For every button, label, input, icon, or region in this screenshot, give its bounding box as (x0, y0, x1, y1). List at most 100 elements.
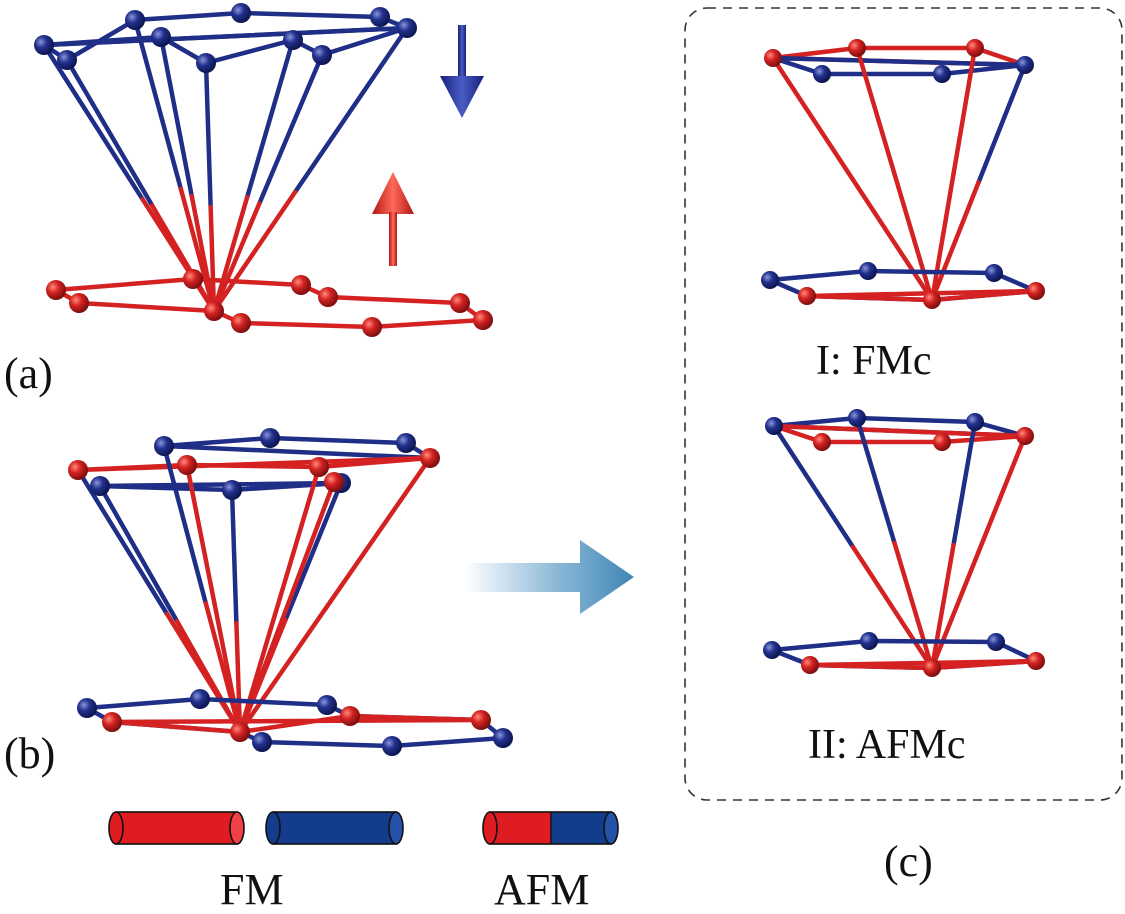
atom (57, 50, 77, 70)
atom (1016, 56, 1034, 74)
legend-fm-label: FM (220, 865, 284, 914)
bond-lower-segment (929, 549, 981, 671)
atom (1016, 427, 1034, 445)
atom (340, 706, 360, 726)
bond-lower-segment (929, 542, 956, 671)
ring-top-blue-front (97, 480, 344, 493)
config-2-caption: II: AFMc (808, 722, 966, 768)
atom (252, 732, 272, 752)
legend-fm-red-cylinder-icon (108, 811, 245, 845)
atom (761, 271, 779, 289)
ring-bottom-red (804, 288, 1039, 303)
atom (183, 269, 203, 289)
panel-a-label: (a) (4, 349, 53, 398)
panel-b-label: (b) (4, 729, 56, 778)
bond-upper-segment (273, 464, 322, 615)
atom (396, 433, 416, 453)
bond-upper-segment (951, 419, 978, 548)
ring-top-red (771, 423, 1028, 445)
atom (923, 659, 941, 677)
atom (493, 728, 513, 748)
atom (312, 45, 332, 65)
bond-upper-segment (184, 462, 219, 615)
transition-arrow-icon (465, 540, 634, 614)
spin-down-arrow-icon (440, 25, 484, 118)
bond-upper-segment (244, 37, 296, 200)
bond-lower-segment (929, 180, 981, 303)
atom (933, 65, 951, 83)
atom (318, 287, 338, 307)
atom (801, 656, 819, 674)
atom (125, 10, 145, 30)
bond-upper-segment (97, 483, 180, 624)
atom (370, 7, 390, 27)
atom (309, 457, 329, 477)
atom (764, 49, 782, 67)
config-1-caption: I: FMc (816, 338, 932, 384)
ring-bottom-red (807, 658, 1039, 671)
bond-lower-segment (892, 171, 935, 303)
bond-lower-segment (213, 609, 243, 735)
atom (230, 722, 250, 742)
atom (966, 39, 984, 57)
bond-lower-segment (850, 544, 935, 671)
atom (196, 53, 216, 73)
atom (813, 65, 831, 83)
atom (283, 30, 303, 50)
atom (923, 291, 941, 309)
bond-lower-segment (929, 171, 956, 303)
atom (813, 433, 831, 451)
atom (985, 264, 1003, 282)
ring-top-blue (770, 55, 1028, 77)
bond-upper-segment (41, 42, 145, 202)
bond-upper-segment (64, 57, 155, 208)
atom (471, 710, 491, 730)
atom (46, 280, 66, 300)
atom (473, 310, 493, 330)
bond-lower-segment (211, 194, 250, 314)
atom (798, 287, 816, 305)
atom (966, 413, 984, 431)
ring-top-red (75, 455, 433, 473)
atom (859, 262, 877, 280)
bond-lower-segment (237, 606, 328, 735)
panel-c-label: (c) (884, 837, 933, 886)
atom (933, 433, 951, 451)
bond-lower-segment (140, 197, 217, 314)
atom (382, 736, 402, 756)
bond-upper-segment (280, 479, 337, 622)
bond-upper-segment (229, 487, 239, 626)
bond-upper-segment (132, 17, 184, 192)
bond-lower-segment (189, 193, 217, 314)
atom (69, 293, 89, 313)
bond-upper-segment (976, 433, 1028, 555)
bond-upper-segment (770, 55, 855, 182)
atom (362, 317, 382, 337)
ring-top-blue (161, 435, 433, 461)
atom (450, 293, 470, 313)
atom (1027, 282, 1045, 300)
spin-up-arrow-icon (372, 172, 414, 266)
config-1-structure (761, 39, 1045, 309)
atom (190, 689, 210, 709)
bond-lower-segment (211, 201, 262, 314)
panel-c-frame (684, 7, 1123, 801)
atom (324, 472, 344, 492)
bond-lower-segment (892, 540, 935, 671)
atom (231, 313, 251, 333)
atom (154, 436, 174, 456)
atom (765, 417, 783, 435)
panel-a-structure (34, 3, 493, 337)
legend-afm-label: AFM (494, 865, 590, 914)
atom (860, 632, 878, 650)
bond-upper-segment (203, 60, 213, 210)
bond-upper-segment (854, 45, 897, 177)
atom (102, 712, 122, 732)
atom (90, 476, 110, 496)
ring-bottom-red (109, 713, 484, 735)
atom (260, 428, 280, 448)
atom (68, 460, 88, 480)
ring-top-inner (41, 25, 410, 66)
bond-upper-segment (771, 423, 856, 550)
